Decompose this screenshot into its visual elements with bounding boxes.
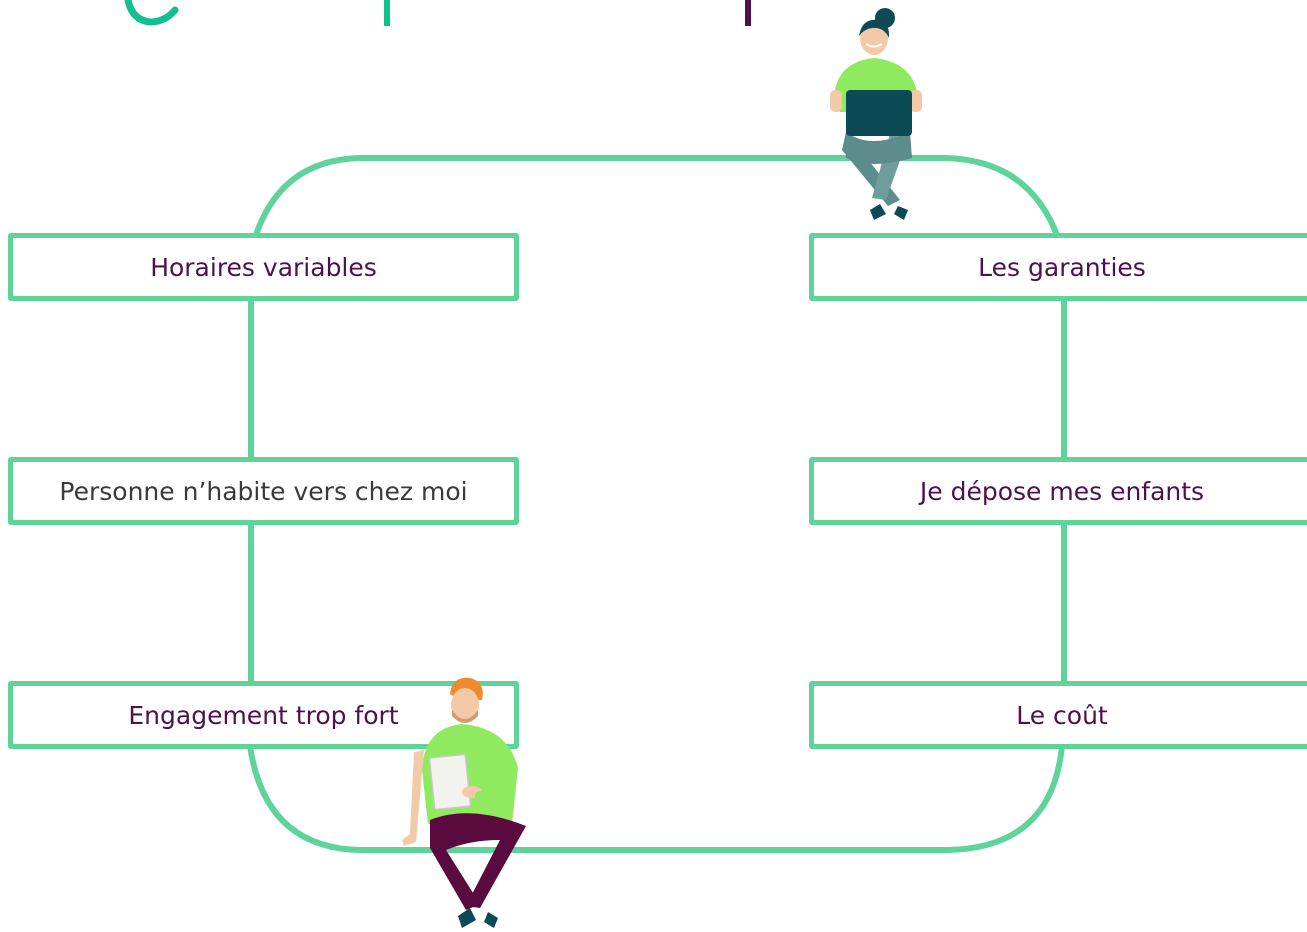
- label-box-cout: Le coût: [809, 681, 1307, 749]
- label-depose-text: Je dépose mes enfants: [919, 476, 1205, 506]
- label-box-garanties: Les garanties: [809, 233, 1307, 301]
- label-box-personne: Personne n’habite vers chez moi: [8, 457, 519, 525]
- label-box-horaires: Horaires variables: [8, 233, 519, 301]
- label-engagement-text: Engagement trop fort: [128, 700, 399, 730]
- title-glyph-purple-stem: [745, 0, 751, 26]
- title-fragment: [124, 0, 751, 26]
- label-horaires-text: Horaires variables: [150, 252, 377, 282]
- label-cout-text: Le coût: [1016, 700, 1108, 730]
- label-box-engagement: Engagement trop fort: [8, 681, 519, 749]
- label-box-depose: Je dépose mes enfants: [809, 457, 1307, 525]
- title-glyph-teal: [124, 0, 179, 26]
- title-glyph-teal-stem: [384, 0, 390, 26]
- loop-top: [252, 155, 1061, 240]
- loop-bottom: [247, 745, 1065, 853]
- label-garanties-text: Les garanties: [978, 252, 1146, 282]
- label-personne-text: Personne n’habite vers chez moi: [59, 476, 468, 506]
